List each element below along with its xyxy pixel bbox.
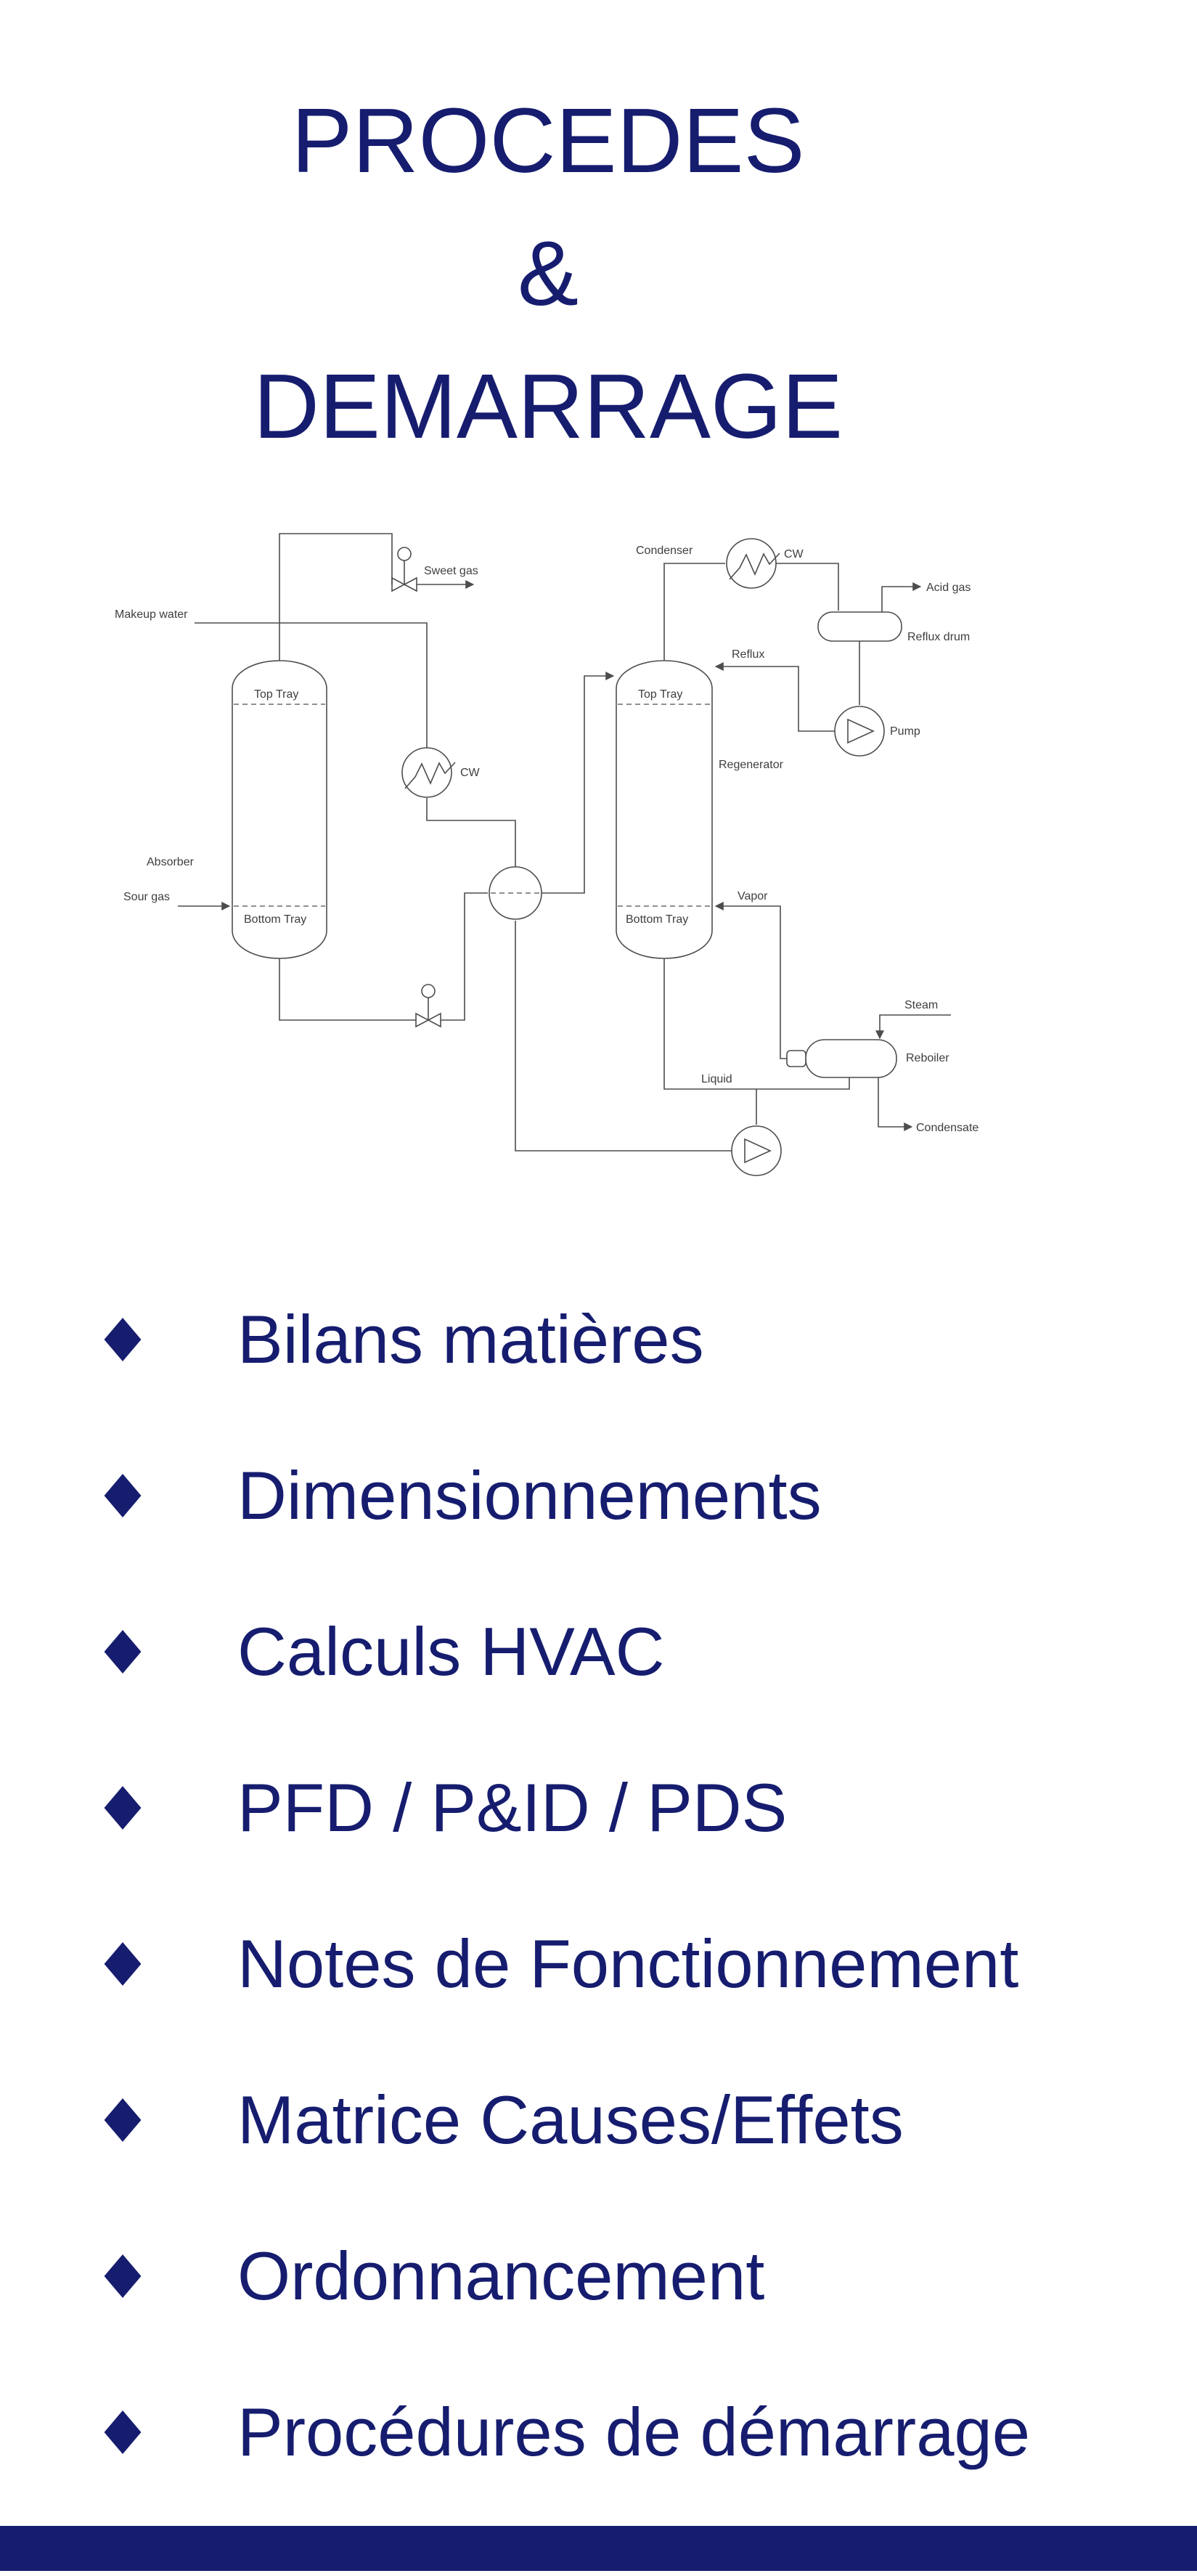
bullet-text: Notes de Fonctionnement (237, 1925, 1019, 2002)
bullet-text: Matrice Causes/Effets (237, 2081, 904, 2158)
pipe-condensate (878, 1077, 913, 1131)
pipe-lean-amine-to-cooler (426, 798, 516, 867)
slide-title-line-3: DEMARRAGE (253, 355, 843, 457)
label-reboiler: Reboiler (906, 1052, 949, 1064)
bullet-item: PFD / P&ID / PDS (104, 1729, 1153, 1886)
diamond-bullet-icon (104, 1473, 142, 1517)
label-vapor: Vapor (738, 890, 768, 902)
diamond-bullet-icon (104, 1629, 142, 1674)
pipe-reflux (714, 662, 835, 732)
label-regenerator-bottom-tray: Bottom Tray (626, 913, 688, 926)
label-liquid: Liquid (701, 1073, 732, 1085)
slide-title: PROCEDES & DEMARRAGE (51, 74, 1045, 473)
label-absorber-top-tray: Top Tray (254, 688, 298, 701)
label-cw-cooler: CW (460, 767, 481, 779)
label-absorber: Absorber (147, 856, 195, 868)
cross-exchanger (489, 866, 542, 920)
bullet-item: Procédures de démarrage (104, 2354, 1153, 2510)
pipe-lean-amine-to-absorber (279, 622, 428, 748)
bullet-item: Ordonnancement (104, 2198, 1153, 2354)
bullet-item: Calculs HVAC (104, 1573, 1153, 1729)
bullet-text: Ordonnancement (237, 2237, 765, 2314)
label-condenser: Condenser (636, 545, 693, 557)
bullet-text: Dimensionnements (237, 1456, 822, 1533)
bullet-text: Procédures de démarrage (237, 2393, 1031, 2470)
bullet-text: Calculs HVAC (237, 1613, 665, 1690)
pipe-rich-amine-bottom (279, 958, 416, 1021)
reflux-drum-vessel (817, 611, 902, 642)
bullet-text: Bilans matières (237, 1300, 704, 1377)
diamond-bullet-icon (104, 2098, 142, 2142)
lean-amine-cooler (401, 747, 456, 798)
diamond-bullet-icon (104, 1785, 142, 1830)
slide-title-line-1: PROCEDES (291, 89, 805, 192)
diamond-bullet-icon (104, 1941, 142, 1986)
label-pump: Pump (890, 725, 920, 738)
pipe-rich-amine-to-exchanger (441, 892, 488, 1021)
bullet-text: PFD / P&ID / PDS (237, 1769, 788, 1846)
label-sour-gas: Sour gas (123, 891, 170, 903)
bullet-item: Matrice Causes/Effets (104, 2042, 1153, 2198)
bullet-item: Dimensionnements (104, 1417, 1153, 1573)
label-regenerator: Regenerator (719, 759, 784, 771)
label-steam: Steam (904, 999, 938, 1011)
reflux-pump (834, 706, 885, 757)
slide-title-line-2: & (517, 222, 579, 325)
pipe-steam (875, 1014, 951, 1040)
bullet-item: Bilans matières (104, 1261, 1153, 1417)
label-cw-condenser: CW (784, 548, 804, 561)
lean-amine-pump (731, 1125, 782, 1176)
pipe-overhead-vapor (663, 563, 725, 661)
label-absorber-bottom-tray: Bottom Tray (244, 913, 306, 926)
label-sweet-gas: Sweet gas (424, 565, 478, 577)
label-acid-gas: Acid gas (926, 582, 971, 594)
absorber-column (232, 660, 327, 959)
label-condensate: Condensate (916, 1122, 979, 1134)
bullet-list: Bilans matières Dimensionnements Calculs… (104, 1261, 1153, 2510)
process-flow-diagram: Makeup water Sweet gas Sour gas Absorber… (115, 533, 979, 1176)
pipe-pump-discharge (515, 921, 732, 1152)
condenser-exchanger (726, 538, 780, 589)
pipe-rich-amine-feed (542, 672, 615, 894)
diamond-bullet-icon (104, 1317, 142, 1361)
rich-amine-valve (415, 984, 441, 1028)
footer-accent-bar (0, 2526, 1197, 2571)
label-regenerator-top-tray: Top Tray (638, 688, 682, 701)
pipe-acid-gas (881, 582, 922, 612)
pipe-condenser-to-drum (776, 563, 839, 611)
pipe-sweet-gas-riser (279, 533, 393, 661)
reboiler-vessel (786, 1039, 897, 1078)
diamond-bullet-icon (104, 2254, 142, 2298)
label-makeup-water: Makeup water (115, 608, 188, 621)
diamond-bullet-icon (104, 2410, 142, 2454)
regenerator-column (616, 660, 713, 959)
label-reflux: Reflux (732, 648, 764, 661)
sweet-gas-valve (391, 547, 417, 592)
label-reflux-drum: Reflux drum (907, 631, 970, 643)
pipe-vapor-return (714, 902, 787, 1059)
bullet-item: Notes de Fonctionnement (104, 1886, 1153, 2042)
